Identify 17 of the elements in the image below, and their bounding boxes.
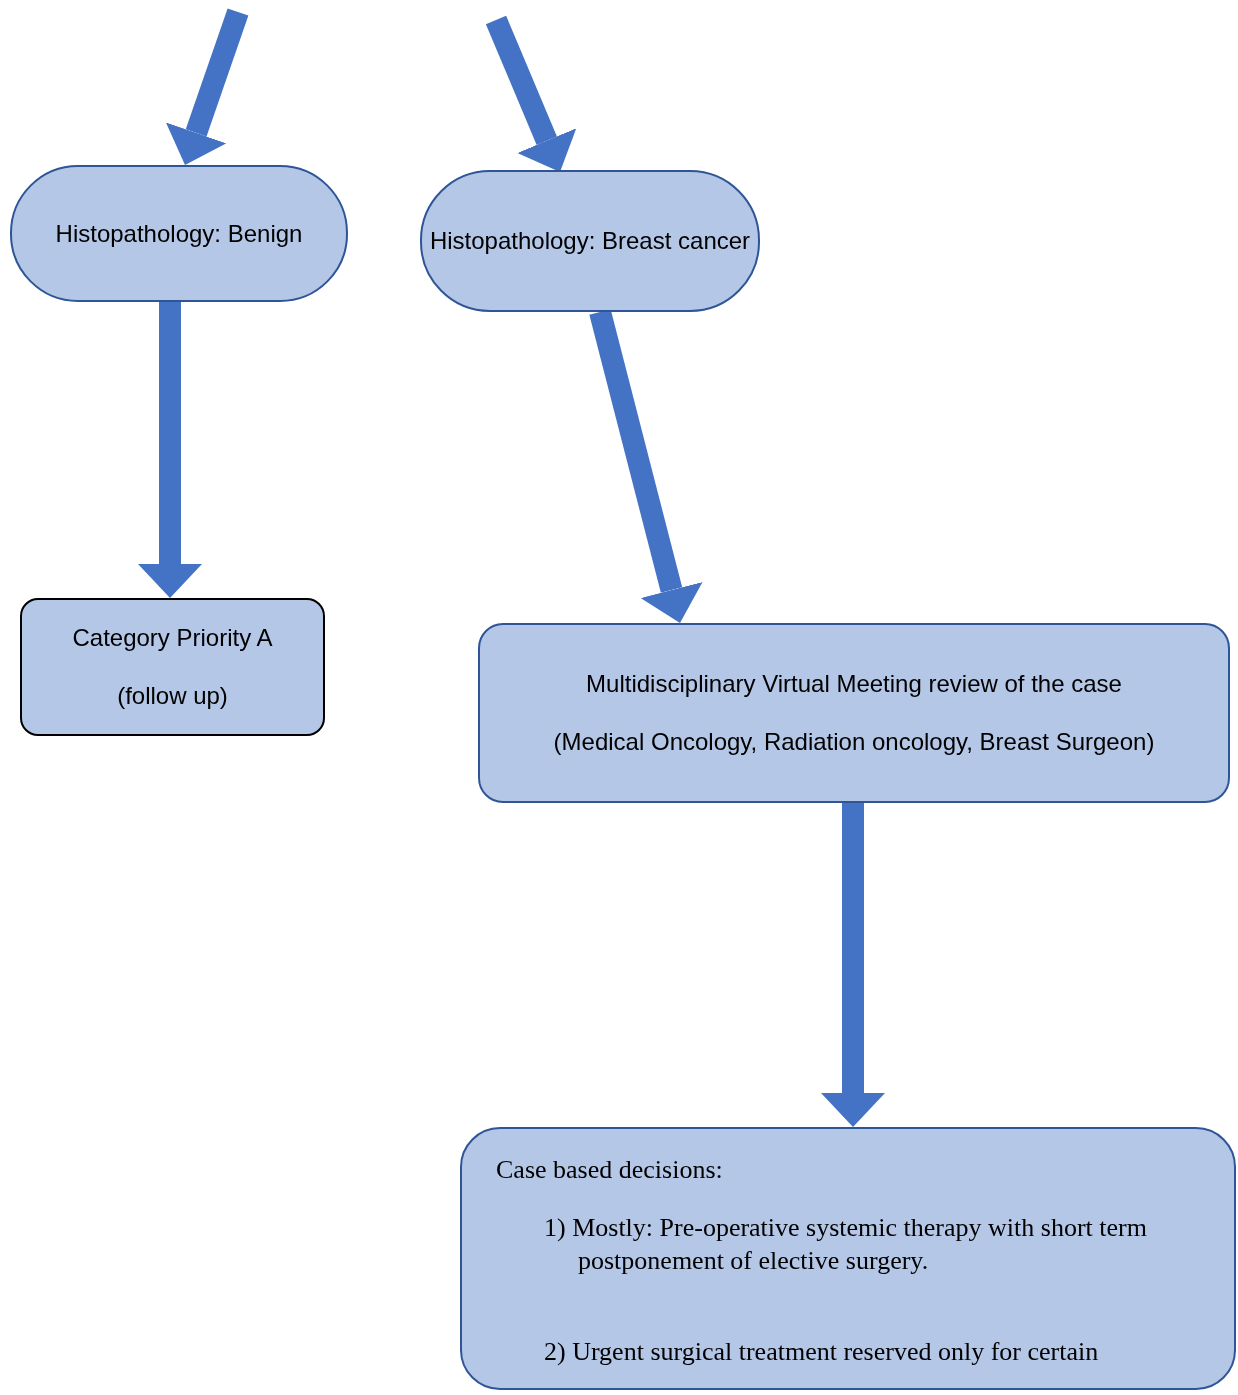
node-text: (follow up) xyxy=(117,682,228,710)
decision-box xyxy=(460,1127,1236,1390)
node-text: Multidisciplinary Virtual Meeting review of the case xyxy=(586,670,1122,698)
list-item: 1) Mostly: Pre-operative systemic therapy with short term postponement of elective surgery. xyxy=(543,1212,1148,1277)
list-item: 2) Urgent surgical treatment reserved only for certain xyxy=(543,1336,1100,1368)
node-text: (Medical Oncology, Radiation oncology, Breast Surgeon) xyxy=(553,728,1155,756)
block-arrow xyxy=(138,302,202,598)
block-arrow xyxy=(821,803,885,1127)
heading: Case based decisions: xyxy=(496,1155,724,1185)
process-box xyxy=(478,623,1230,803)
block-arrow xyxy=(165,8,249,165)
process-box xyxy=(20,598,325,736)
block-arrow xyxy=(485,15,577,172)
node-text: Histopathology: Breast cancer xyxy=(429,227,751,255)
node-text: Histopathology: Benign xyxy=(55,219,303,248)
node-text: Category Priority A xyxy=(72,624,273,652)
block-arrow xyxy=(589,309,703,623)
